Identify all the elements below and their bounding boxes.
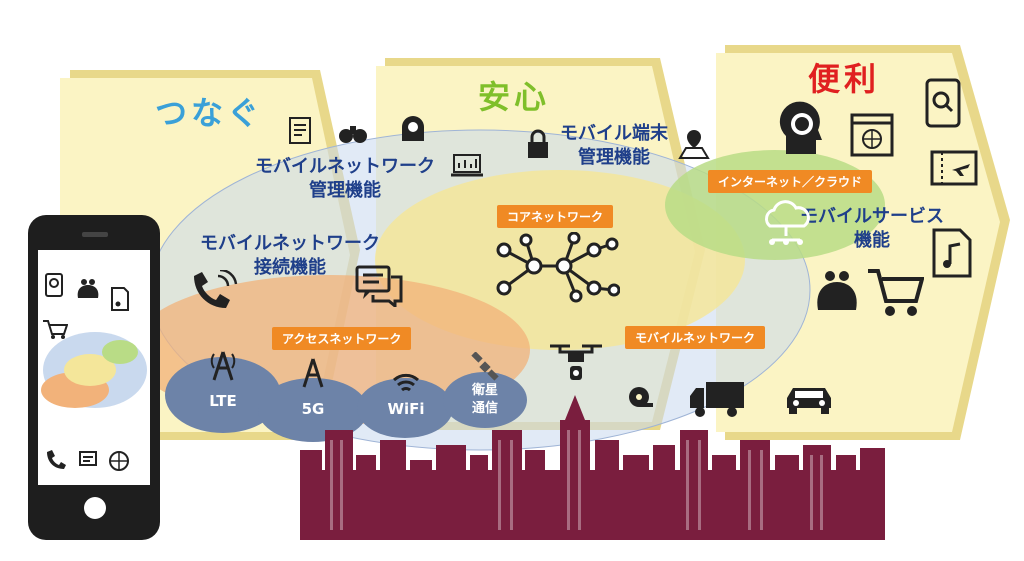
phone-screen-music-icon [110, 286, 130, 312]
column-title-connect: つなぐ [155, 94, 264, 132]
smartphone-icon [28, 215, 160, 540]
brain-head-icon [778, 100, 824, 156]
laptop-chart-icon [450, 153, 484, 179]
phone-screen-globe-icon [108, 450, 130, 472]
phone-screen-call-icon [45, 448, 67, 470]
chat-bubbles-icon [355, 265, 403, 307]
truck-icon [688, 380, 746, 420]
phone-screen-chat-icon [78, 450, 100, 472]
phone-search-icon [925, 78, 961, 128]
column-title-safe: 安心 [478, 78, 551, 116]
drone-icon [548, 340, 604, 388]
city-windows [330, 430, 823, 530]
cloud-network-icon [760, 198, 812, 248]
tech-wifi: WiFi [387, 400, 425, 418]
music-file-icon [932, 228, 972, 278]
wifi-icon [392, 372, 420, 394]
tag-mobile-network: モバイルネットワーク [625, 326, 766, 349]
tech-satellite: 衛星 通信 [471, 383, 498, 416]
network-connection-label: モバイルネットワーク 接続機能 [200, 233, 380, 278]
ticket-plane-icon [930, 150, 978, 186]
head-gear-icon [398, 113, 426, 143]
car-icon [785, 382, 833, 416]
lte-circle [165, 357, 281, 433]
phone-screen-search-icon [44, 272, 66, 298]
5g-circle [258, 378, 368, 442]
browser-globe-icon [850, 113, 894, 157]
tag-core-network: コアネットワーク [497, 205, 614, 228]
column-title-convenient: 便利 [808, 60, 881, 98]
device-management-label: モバイル端末 管理機能 [560, 123, 668, 168]
tech-5g: 5G [301, 400, 325, 418]
tag-internet-cloud: インターネット／クラウド [708, 170, 873, 193]
network-nodes-icon [490, 232, 620, 304]
purse-icon [814, 268, 860, 312]
tag-access-network: アクセスネットワーク [272, 327, 412, 350]
wifi-circle [357, 378, 453, 438]
phone-screen-cart-icon [42, 318, 68, 340]
map-pin-icon [678, 128, 710, 160]
antenna-5g-icon [300, 355, 326, 389]
tech-lte: LTE [209, 392, 237, 410]
network-management-label: モバイルネットワーク 管理機能 [255, 156, 435, 201]
padlock-icon [525, 128, 551, 160]
satellite-circle [443, 372, 527, 428]
city-skyline-icon [300, 395, 885, 540]
tape-measure-icon [628, 385, 654, 409]
antenna-icon [210, 348, 236, 382]
shopping-cart-icon [866, 265, 924, 317]
satellite-icon [470, 352, 500, 382]
checklist-icon [288, 115, 314, 145]
phone-screen-purse-icon [76, 278, 100, 300]
mobile-service-label: モバイルサービス 機能 [800, 206, 944, 251]
phone-call-icon [190, 270, 240, 312]
binoculars-icon [338, 122, 368, 144]
